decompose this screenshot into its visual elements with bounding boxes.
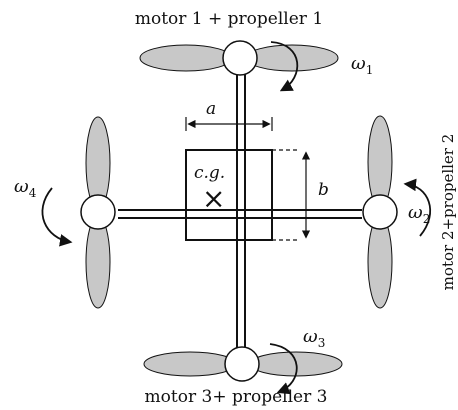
dimension-a: [185, 117, 273, 131]
propeller-2-top-blade: [367, 115, 393, 209]
omega-3-label: ω3: [303, 326, 325, 350]
motor-1-hub: [222, 40, 258, 76]
propeller-3-left-blade: [143, 351, 237, 377]
cg-label: c.g.: [194, 163, 225, 183]
dimension-b-label: b: [318, 180, 329, 200]
motor-3-hub: [224, 346, 260, 382]
motor-3-label: motor 3+ propeller 3: [145, 387, 328, 407]
motor-1-label: motor 1 + propeller 1: [135, 9, 323, 29]
omega-3-rotation-arrow: [269, 343, 298, 395]
omega-4-rotation-arrow: [41, 187, 73, 247]
motor-4: [41, 116, 116, 309]
dimension-a-label: a: [206, 99, 216, 119]
omega-2-rotation-arrow: [403, 178, 431, 237]
center-body: [185, 149, 273, 241]
dimension-b: [272, 149, 311, 241]
propeller-1-left-blade: [139, 44, 233, 72]
cg-marker-icon: ×: [202, 182, 225, 215]
motor-2-hub: [362, 194, 398, 230]
frame-arms: [118, 60, 362, 350]
omega-1-rotation-arrow: [270, 41, 299, 92]
propeller-4-bottom-blade: [85, 215, 111, 309]
propeller-2-bottom-blade: [367, 215, 393, 309]
propeller-1-right-blade: [245, 44, 339, 72]
motor-2: [362, 115, 431, 309]
omega-1-label: ω1: [351, 53, 373, 77]
motor-2-label: motor 2+propeller 2: [439, 134, 457, 291]
motor-1: [139, 40, 339, 92]
motor-3: [143, 343, 343, 395]
omega-4-label: ω4: [14, 176, 37, 200]
motor-4-hub: [80, 194, 116, 230]
omega-2-label: ω2: [408, 202, 430, 226]
